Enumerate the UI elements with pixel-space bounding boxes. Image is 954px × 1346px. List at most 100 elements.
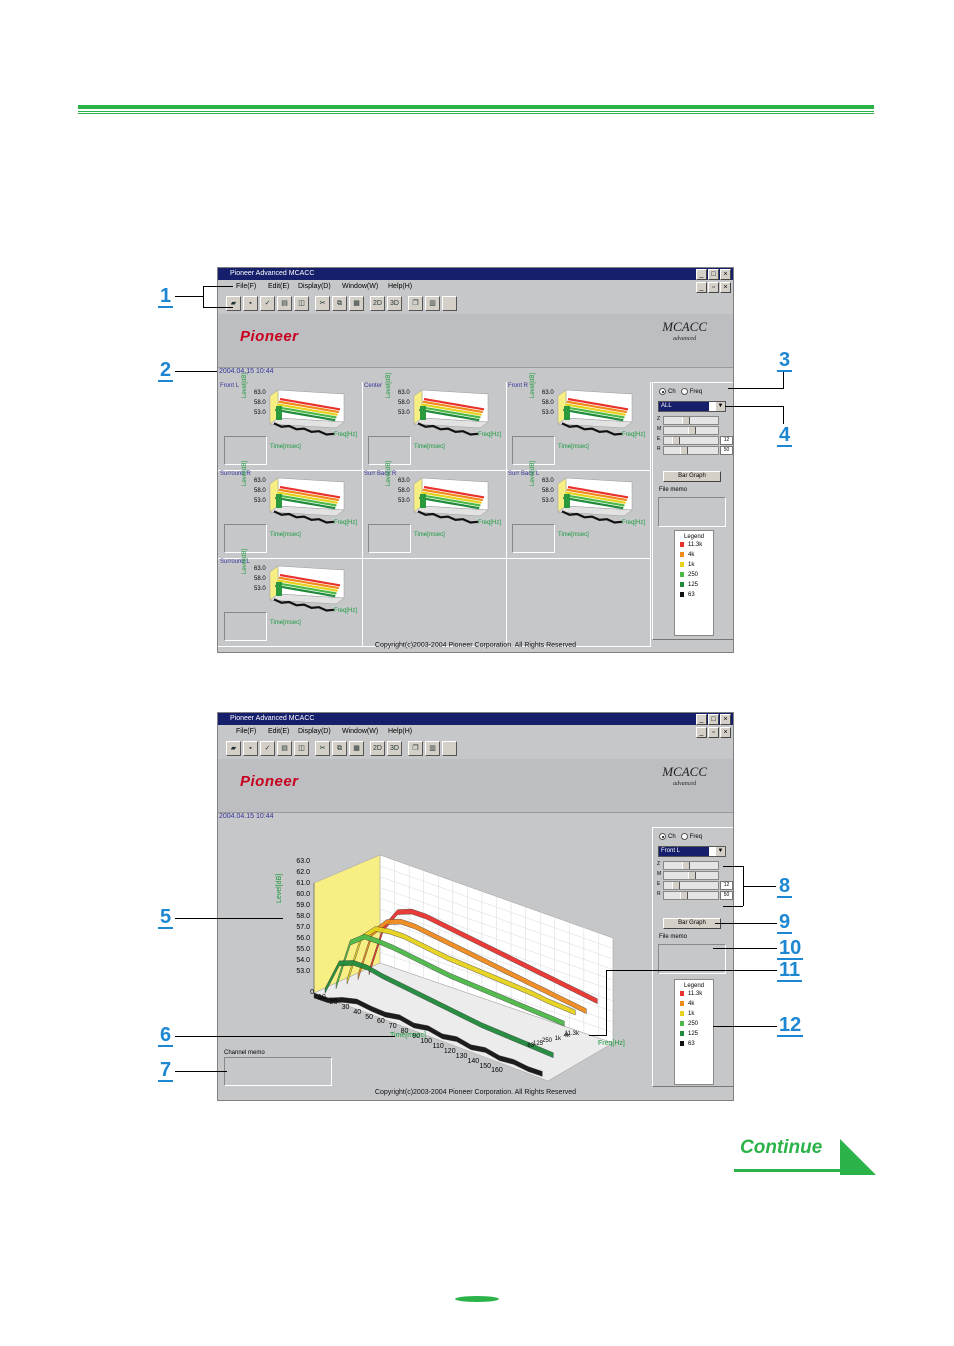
slider-knob[interactable]	[672, 437, 680, 444]
preview-icon[interactable]: ◫	[294, 296, 309, 311]
slider-knob[interactable]	[682, 417, 690, 424]
slider-value[interactable]: 50	[720, 446, 733, 455]
save-icon[interactable]: ▪	[243, 296, 258, 311]
file-memo-field[interactable]	[658, 497, 726, 527]
cut-icon[interactable]: ✂	[315, 741, 330, 756]
tile-icon[interactable]: ▥	[425, 741, 440, 756]
blank-icon[interactable]	[442, 296, 457, 311]
chevron-down-icon[interactable]: ▼	[716, 847, 725, 856]
slider-track[interactable]	[663, 426, 719, 435]
paste-icon[interactable]: ▦	[349, 741, 364, 756]
graph-icon[interactable]: ✓	[260, 296, 275, 311]
slider-knob[interactable]	[680, 892, 688, 899]
menu-display[interactable]: Display(D)	[298, 283, 331, 290]
print-icon[interactable]: ▤	[277, 741, 292, 756]
maximize-icon[interactable]: □	[708, 269, 719, 280]
print-icon[interactable]: ▤	[277, 296, 292, 311]
menu-help[interactable]: Help(H)	[388, 283, 413, 290]
open-icon[interactable]: ▰	[226, 296, 241, 311]
doc-restore-icon[interactable]: ▫	[708, 727, 719, 738]
radio-freq[interactable]	[680, 833, 688, 840]
doc-close-icon[interactable]: ×	[720, 727, 731, 738]
open-icon[interactable]: ▰	[226, 741, 241, 756]
mini-memo-box[interactable]	[368, 524, 411, 553]
slider-m[interactable]: M	[657, 871, 733, 880]
menu-edit[interactable]: Edit(E)	[268, 728, 290, 735]
paste-icon[interactable]: ▦	[349, 296, 364, 311]
graph-icon[interactable]: ✓	[260, 741, 275, 756]
copy-icon[interactable]: ⧉	[332, 296, 347, 311]
2d-button[interactable]: 2D	[370, 296, 385, 311]
slider-m[interactable]: M	[657, 426, 733, 435]
slider-value[interactable]: 12	[720, 436, 733, 445]
slider-track[interactable]	[663, 881, 719, 890]
bar-graph-button[interactable]: Bar Graph	[663, 918, 721, 929]
mini-memo-box[interactable]	[512, 524, 555, 553]
bar-graph-button[interactable]: Bar Graph	[663, 471, 721, 482]
cascade-icon[interactable]: ❐	[408, 741, 423, 756]
radio-ch[interactable]	[659, 833, 666, 840]
save-icon[interactable]: ▪	[243, 741, 258, 756]
doc-close-icon[interactable]: ×	[720, 282, 731, 293]
mini-memo-box[interactable]	[368, 436, 411, 465]
channel-select[interactable]: ALL▼	[658, 401, 726, 412]
menu-window[interactable]: Window(W)	[342, 283, 379, 290]
chevron-down-icon[interactable]: ▼	[716, 402, 725, 411]
close-icon[interactable]: ×	[720, 269, 731, 280]
doc-minimize-icon[interactable]: _	[696, 282, 707, 293]
mini-memo-box[interactable]	[224, 524, 267, 553]
mini-memo-box[interactable]	[224, 436, 267, 465]
maximize-icon[interactable]: □	[708, 714, 719, 725]
minimize-icon[interactable]: _	[696, 269, 707, 280]
slider-track[interactable]	[663, 861, 719, 870]
slider-track[interactable]	[663, 446, 719, 455]
menu-edit[interactable]: Edit(E)	[268, 283, 290, 290]
2d-button[interactable]: 2D	[370, 741, 385, 756]
menu-display[interactable]: Display(D)	[298, 728, 331, 735]
slider-knob[interactable]	[672, 882, 680, 889]
slider-knob[interactable]	[682, 862, 690, 869]
file-memo-field[interactable]	[658, 944, 726, 974]
copy-icon[interactable]: ⧉	[332, 741, 347, 756]
slider-z[interactable]: Z	[657, 416, 733, 425]
channel-select[interactable]: Front L▼	[658, 846, 726, 857]
continue-marker[interactable]: Continue	[734, 1137, 876, 1175]
mini-memo-box[interactable]	[224, 612, 267, 641]
channel-memo-field[interactable]	[224, 1057, 332, 1086]
tile-icon[interactable]: ▥	[425, 296, 440, 311]
cascade-icon[interactable]: ❐	[408, 296, 423, 311]
slider-knob[interactable]	[688, 872, 696, 879]
doc-restore-icon[interactable]: ▫	[708, 282, 719, 293]
slider-value[interactable]: 12	[720, 881, 733, 890]
blank-icon[interactable]	[442, 741, 457, 756]
menu-file[interactable]: File(F)	[236, 728, 257, 735]
slider-track[interactable]	[663, 416, 719, 425]
slider-track[interactable]	[663, 436, 719, 445]
menu-window[interactable]: Window(W)	[342, 728, 379, 735]
3d-button[interactable]: 3D	[387, 296, 402, 311]
menu-help[interactable]: Help(H)	[388, 728, 413, 735]
preview-icon[interactable]: ◫	[294, 741, 309, 756]
slider-knob[interactable]	[688, 427, 696, 434]
slider-track[interactable]	[663, 891, 719, 900]
doc-minimize-icon[interactable]: _	[696, 727, 707, 738]
mini-memo-box[interactable]	[512, 436, 555, 465]
close-icon[interactable]: ×	[720, 714, 731, 725]
cut-icon[interactable]: ✂	[315, 296, 330, 311]
slider-z[interactable]: Z	[657, 861, 733, 870]
slider-knob[interactable]	[680, 447, 688, 454]
slider-track[interactable]	[663, 871, 719, 880]
menu-file[interactable]: File(F)	[236, 283, 257, 290]
minimize-icon[interactable]: _	[696, 714, 707, 725]
slider-value[interactable]: 50	[720, 891, 733, 900]
radio-freq[interactable]	[680, 388, 688, 395]
